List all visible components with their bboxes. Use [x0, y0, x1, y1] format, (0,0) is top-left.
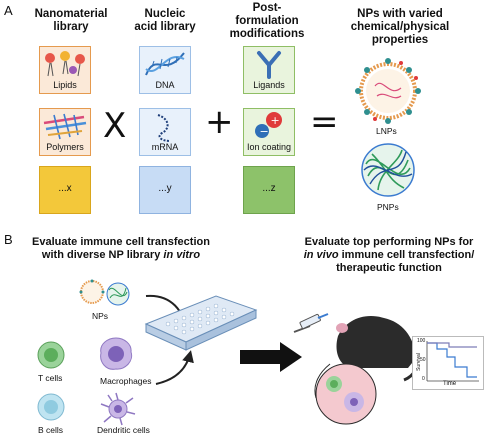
mouse-icon: [293, 313, 419, 425]
title-line: modifications: [229, 28, 305, 40]
ligands-label: Ligands: [253, 80, 285, 90]
svg-text:+: +: [271, 114, 280, 127]
equals-operator: =: [310, 102, 339, 142]
nanomaterial-library-title: Nanomaterial library: [30, 8, 112, 34]
plus-operator: +: [205, 102, 234, 142]
panel-b-label: B: [4, 232, 13, 247]
title-line: Evaluate top performing NPs for: [304, 236, 474, 248]
tick-100: 100: [417, 338, 426, 344]
dendritic-cell-icon: [100, 392, 136, 426]
title-line: library: [53, 21, 89, 33]
title-line: NPs with varied: [357, 8, 443, 20]
ion-icon: + −: [255, 112, 282, 138]
y-tile: ...y: [139, 166, 191, 214]
ion-coating-tile: + − Ion coating: [243, 108, 295, 156]
title-line: Post-: [252, 2, 282, 14]
tick-0: 0: [422, 376, 425, 382]
title-line: therapeutic function: [336, 262, 442, 274]
times-operator: X: [103, 106, 127, 146]
title-line: with diverse NP library in vitro: [16, 249, 226, 262]
y-label: ...y: [158, 183, 172, 194]
title-text: with diverse NP library: [41, 249, 164, 261]
title-text: immune cell transfection/: [338, 249, 475, 261]
title-line: formulation: [235, 15, 299, 27]
z-label: ...z: [262, 183, 276, 194]
title-line: in vivo immune cell transfection/: [296, 249, 482, 262]
svg-text:−: −: [260, 125, 269, 138]
title-line: Nanomaterial: [34, 8, 108, 20]
panel-a-label: A: [4, 3, 13, 18]
b-cell-icon: [37, 393, 65, 421]
title-emphasis: in vitro: [163, 249, 201, 261]
in-vitro-title: Evaluate immune cell transfection with d…: [16, 236, 226, 262]
dna-tile: DNA: [139, 46, 191, 94]
pnp-icon: [361, 143, 415, 197]
nps-varied-properties-title: NPs with varied chemical/physical proper…: [330, 8, 470, 47]
dendritic-cells-label: Dendritic cells: [97, 425, 150, 435]
ion-coating-label: Ion coating: [246, 142, 292, 152]
post-formulation-title: Post- formulation modifications: [220, 2, 314, 41]
title-emphasis: in vivo: [303, 249, 339, 261]
survival-plot: 100 50 0 Survival Time: [412, 336, 484, 390]
polymers-icon: [43, 113, 87, 140]
polymers-label: Polymers: [46, 142, 84, 152]
dna-icon: [145, 52, 185, 76]
ligands-tile: Ligands: [243, 46, 295, 94]
mrna-tile: mRNA: [139, 108, 191, 156]
x-tile: ...x: [39, 166, 91, 214]
t-cell-icon: [37, 341, 65, 369]
title-line: properties: [371, 34, 429, 46]
t-cells-label: T cells: [38, 373, 63, 383]
time-axis-label: Time: [443, 381, 457, 387]
lipids-label: Lipids: [53, 80, 77, 90]
macrophages-label: Macrophages: [100, 376, 152, 386]
title-line: Evaluate immune cell transfection: [32, 236, 210, 248]
macrophage-icon: [100, 337, 133, 370]
tick-50: 50: [420, 357, 426, 363]
dna-label: DNA: [155, 80, 175, 90]
title-line: Nucleic: [144, 8, 186, 20]
z-tile: ...z: [243, 166, 295, 214]
in-vivo-title: Evaluate top performing NPs for in vivo …: [296, 236, 482, 275]
polymers-tile: Polymers: [39, 108, 91, 156]
lnp-icon: [355, 58, 421, 124]
nps-label: NPs: [92, 311, 109, 321]
mrna-icon: [157, 114, 171, 142]
pnps-label: PNPs: [377, 202, 399, 212]
title-line: acid library: [134, 21, 196, 33]
b-cells-label: B cells: [38, 425, 64, 435]
mrna-label: mRNA: [151, 142, 179, 152]
survival-axis-label: Survival: [415, 353, 422, 371]
lipids-icon: [45, 51, 85, 77]
big-arrow-icon: [240, 342, 302, 372]
survival-curves: [426, 341, 479, 382]
lnps-label: LNPs: [376, 126, 397, 136]
x-label: ...x: [58, 183, 72, 194]
well-plate-icon: [144, 295, 258, 351]
lipids-tile: Lipids: [39, 46, 91, 94]
nucleic-acid-library-title: Nucleic acid library: [124, 8, 206, 34]
antibody-icon: [257, 51, 281, 79]
title-line: chemical/physical: [350, 21, 450, 33]
nps-icon: [79, 279, 130, 306]
